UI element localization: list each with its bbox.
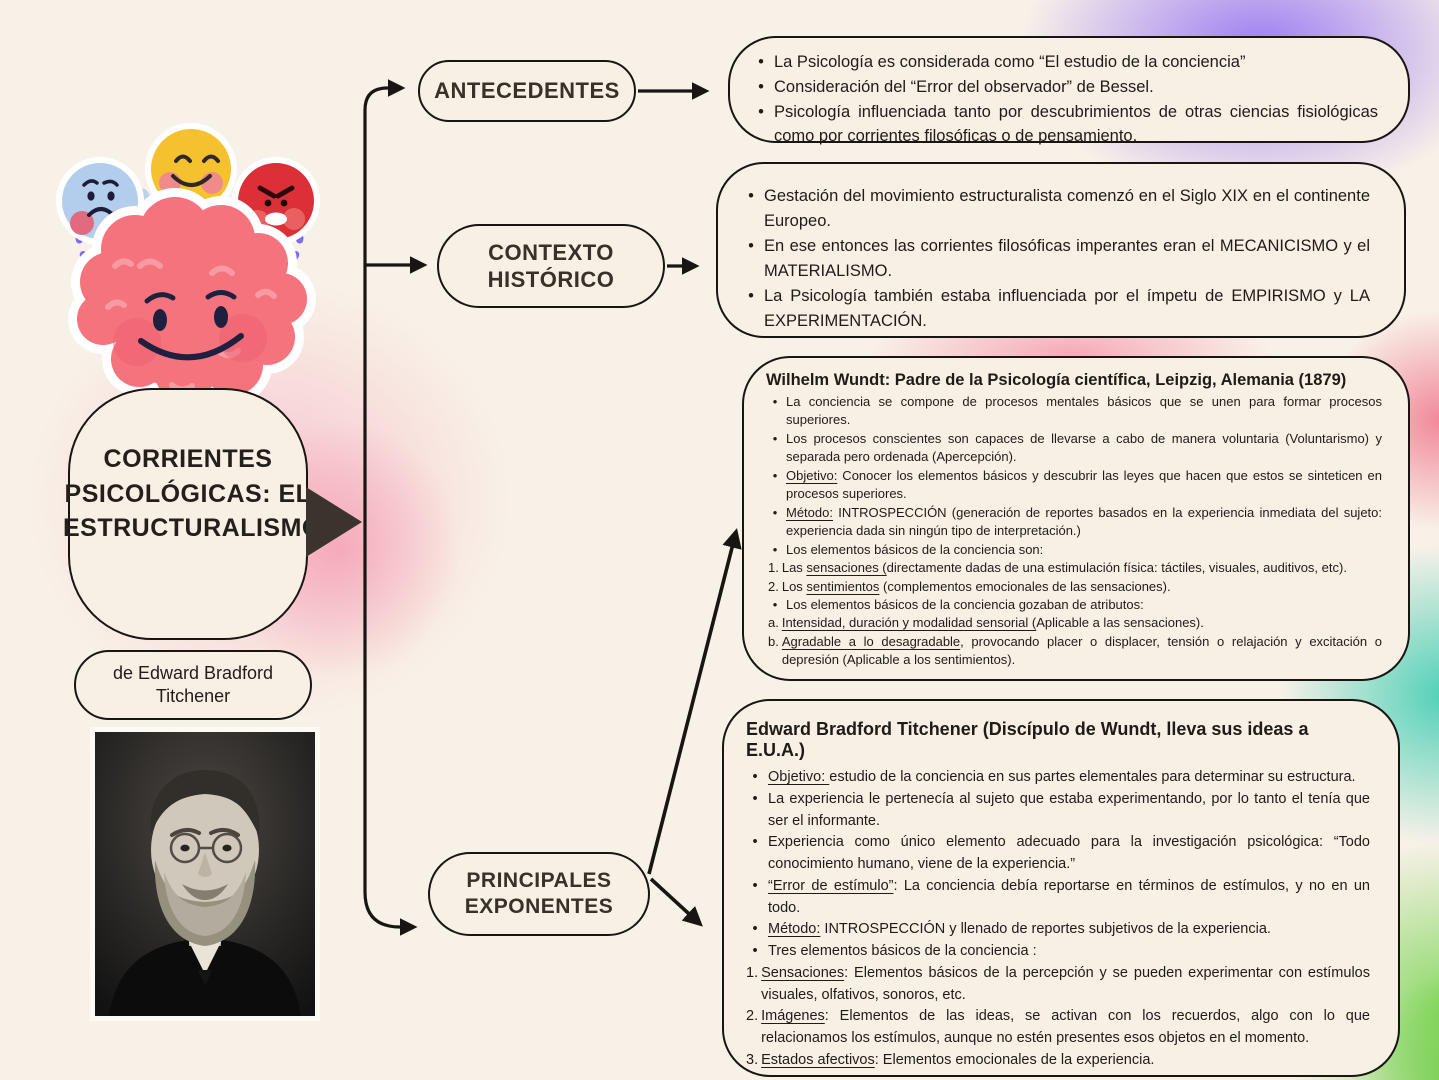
list-item: •“Error de estímulo”: La conciencia debí… <box>752 877 1370 916</box>
brain-cheek <box>113 318 161 366</box>
titchener-title: Edward Bradford Titchener (Discípulo de … <box>746 719 1309 760</box>
titchener-list: •Objetivo: estudio de la conciencia en s… <box>742 767 1370 1072</box>
titchener-photo <box>95 732 315 1016</box>
list-item: •Método: INTROSPECCIÓN y llenado de repo… <box>752 921 1271 938</box>
subtitle-node: de Edward Bradford Titchener <box>74 650 312 720</box>
list-item: •Tres elementos básicos de la conciencia… <box>752 943 1037 959</box>
brain-eye <box>153 309 167 331</box>
list-item: •Los elementos básicos de la conciencia … <box>772 541 1044 557</box>
subtitle-text: de Edward Bradford Titchener <box>112 662 274 706</box>
central-topic-title: CORRIENTES PSICOLÓGICAS: EL ESTRUCTURALI… <box>63 445 322 542</box>
list-item: •Experiencia como único elemento adecuad… <box>752 834 1370 872</box>
central-topic-node: CORRIENTES PSICOLÓGICAS: EL ESTRUCTURALI… <box>63 388 321 640</box>
titchener-content-box: Edward Bradford Titchener (Discípulo de … <box>722 699 1400 1077</box>
list-item: a.Intensidad, duración y modalidad senso… <box>768 615 1204 631</box>
wundt-list: •La conciencia se compone de procesos me… <box>764 393 1382 670</box>
brain-illustration <box>56 123 320 410</box>
antecedentes-content-box: •La Psicología es considerada como “El e… <box>728 36 1410 145</box>
list-item: •La Psicología también estaba influencia… <box>748 287 1370 331</box>
list-item: •Consideración del “Error del observador… <box>758 77 1154 96</box>
list-item: •En ese entonces las corrientes filosófi… <box>748 237 1370 281</box>
list-item: •Los elementos básicos de la conciencia … <box>772 596 1144 612</box>
branch-label: PRINCIPALES EXPONENTES <box>464 868 614 918</box>
central-arrow-triangle <box>306 487 362 557</box>
wundt-title: Wilhelm Wundt: Padre de la Psicología ci… <box>766 371 1347 389</box>
list-item: •Psicología influenciada tanto por descu… <box>758 102 1378 146</box>
list-item: 2.Los sentimientos (complementos emocion… <box>768 578 1171 594</box>
list-item: 2.Imágenes: Elementos de las ideas, se a… <box>746 1008 1370 1046</box>
list-item: b.Agradable a lo desagradable, provocand… <box>768 633 1382 668</box>
branch-node-principales-exponentes: PRINCIPALES EXPONENTES <box>428 852 650 936</box>
list-item: 3.Estados afectivos: Elementos emocional… <box>746 1051 1155 1068</box>
list-item: •Método: INTROSPECCIÓN (generación de re… <box>772 504 1382 539</box>
branch-label: CONTEXTO HISTÓRICO <box>487 239 615 293</box>
list-item: •La conciencia se compone de procesos me… <box>772 394 1382 428</box>
list-item: •Gestación del movimiento estructuralist… <box>748 187 1370 231</box>
list-item: •Objetivo: estudio de la conciencia en s… <box>752 769 1356 785</box>
list-item: •La experiencia le pertenecía al sujeto … <box>752 790 1370 829</box>
branch-node-contexto-historico: CONTEXTO HISTÓRICO <box>437 224 665 308</box>
list-item: •Los procesos conscientes son capaces de… <box>772 430 1382 465</box>
brain-eye <box>214 306 228 328</box>
list-item: 1.Sensaciones: Elementos básicos de la p… <box>746 964 1370 1003</box>
branch-label: ANTECEDENTES <box>434 78 620 103</box>
list-item: •Objetivo: Conocer los elementos básicos… <box>772 467 1382 502</box>
branch-node-antecedentes: ANTECEDENTES <box>418 60 636 122</box>
list-item: 1.Las sensaciones (directamente dadas de… <box>768 560 1347 576</box>
list-item: •La Psicología es considerada como “El e… <box>758 53 1246 71</box>
wundt-content-box: Wilhelm Wundt: Padre de la Psicología ci… <box>742 356 1410 681</box>
contexto-historico-content-box: •Gestación del movimiento estructuralist… <box>716 162 1406 338</box>
